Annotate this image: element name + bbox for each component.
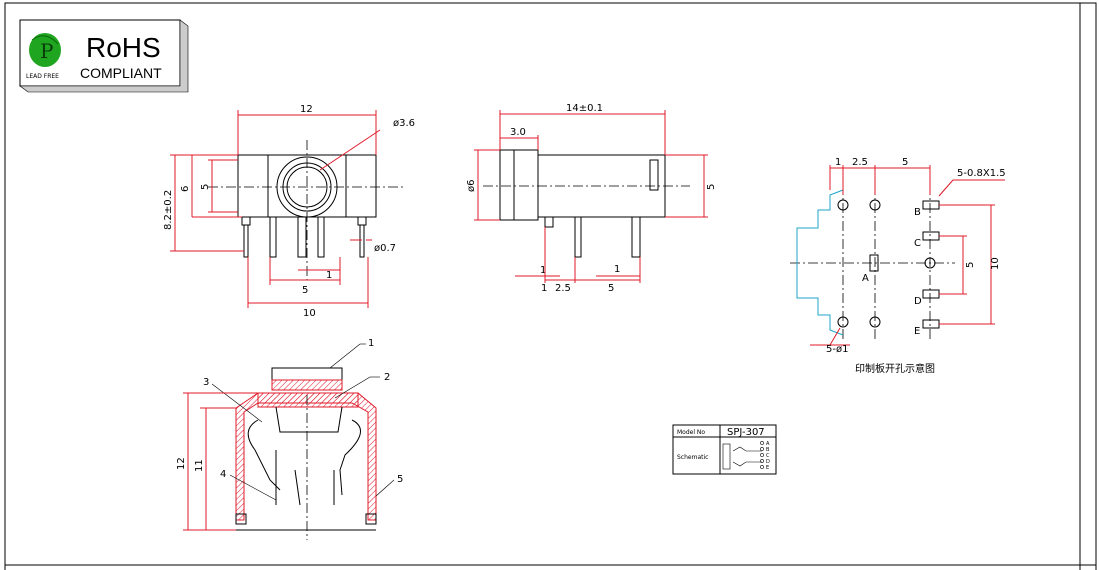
side-pin-5-label: 5 bbox=[608, 283, 614, 294]
pcb-slot-e bbox=[922, 319, 940, 329]
pcb-hole bbox=[837, 316, 849, 328]
pcb-d5-label: 5 bbox=[902, 157, 908, 168]
pcb-slot-d bbox=[922, 289, 940, 299]
drawing-frame bbox=[4, 2, 1097, 570]
title-block: Model No SPJ-307 Schematic A B C D E bbox=[672, 424, 777, 475]
pcb-pin-d: D bbox=[914, 296, 922, 307]
pcb-pin-a: A bbox=[862, 273, 869, 284]
front-width-label: 12 bbox=[300, 104, 313, 115]
logo-title: RoHS bbox=[86, 32, 161, 63]
pcb-slot-label: 5-0.8X1.5 bbox=[957, 168, 1006, 179]
model-label: Model No bbox=[677, 429, 705, 436]
pcb-pin-e: E bbox=[914, 326, 920, 337]
front-pitch-5-label: 5 bbox=[302, 285, 308, 296]
pcb-hole bbox=[837, 199, 849, 211]
pcb-layout: 1 2.5 5 5-0.8X1.5 5 10 5-ø1 A B C D E 印制… bbox=[790, 157, 1006, 375]
callout-2: 2 bbox=[384, 372, 390, 383]
pcb-outline bbox=[796, 189, 844, 336]
rohs-logo: P LEAD FREE RoHS COMPLIANT bbox=[19, 19, 189, 93]
front-view: 12 ø3.6 8.2±0.2 6 5 ø0.7 1 5 10 bbox=[163, 104, 415, 319]
badge-text: LEAD FREE bbox=[26, 73, 59, 80]
side-pin-1b-label: 1 bbox=[614, 264, 620, 275]
side-dia-label: ø6 bbox=[466, 180, 477, 192]
callout-3: 3 bbox=[203, 377, 209, 388]
pcb-hole bbox=[924, 257, 936, 269]
schematic-pin-a: A bbox=[766, 441, 770, 447]
pcb-holes-label: 5-ø1 bbox=[826, 344, 848, 355]
schematic-pin-d: D bbox=[766, 459, 770, 465]
side-view: 14±0.1 3.0 ø6 5 1 1 1 2.5 5 bbox=[466, 103, 717, 294]
front-pitch-10-label: 10 bbox=[303, 308, 316, 319]
side-pin-25-label: 2.5 bbox=[555, 283, 571, 294]
callout-4: 4 bbox=[220, 469, 226, 480]
front-pin-dia-label: ø0.7 bbox=[374, 243, 396, 254]
pcb-hole bbox=[869, 199, 881, 211]
pcb-v10-label: 10 bbox=[990, 257, 1001, 270]
front-height-6-label: 6 bbox=[180, 186, 191, 192]
schematic-jack-symbol bbox=[722, 443, 731, 470]
pcb-d25-label: 2.5 bbox=[852, 157, 868, 168]
schematic-label: Schematic bbox=[677, 454, 708, 461]
side-pin-1-label-bottom: 1 bbox=[541, 283, 547, 294]
callout-5: 5 bbox=[397, 474, 403, 485]
badge-letter: P bbox=[40, 39, 53, 63]
model-value: SPJ-307 bbox=[727, 427, 765, 438]
pcb-caption: 印制板开孔示意图 bbox=[855, 362, 935, 375]
section-h11-label: 11 bbox=[194, 459, 205, 472]
pcb-hole bbox=[869, 316, 881, 328]
logo-subtitle: COMPLIANT bbox=[80, 65, 162, 81]
pcb-pin-b: B bbox=[914, 207, 921, 218]
section-view: 1 2 3 4 5 12 11 bbox=[176, 338, 403, 540]
pcb-slot-b bbox=[922, 200, 940, 210]
pcb-pin-c: C bbox=[914, 238, 921, 249]
pcb-slot-a bbox=[869, 254, 879, 272]
schematic-pin-e: E bbox=[766, 465, 769, 471]
section-h12-label: 12 bbox=[176, 457, 187, 470]
front-pitch-1-label: 1 bbox=[326, 270, 332, 281]
schematic-pin-b: B bbox=[766, 447, 770, 453]
leaf-icon bbox=[29, 33, 61, 67]
front-height-5-label: 5 bbox=[200, 184, 211, 190]
pcb-d1-label: 1 bbox=[835, 157, 841, 168]
side-height-label: 5 bbox=[706, 184, 717, 190]
pcb-slot-c bbox=[922, 231, 940, 241]
pcb-v5-label: 5 bbox=[965, 262, 976, 268]
front-hole-dia-label: ø3.6 bbox=[393, 118, 415, 129]
side-front-len-label: 3.0 bbox=[510, 127, 526, 138]
side-pin-1a-label: 1 bbox=[540, 265, 546, 276]
front-height-total-label: 8.2±0.2 bbox=[163, 190, 174, 230]
schematic-pin-c: C bbox=[766, 453, 770, 459]
side-length-label: 14±0.1 bbox=[566, 103, 603, 114]
callout-1: 1 bbox=[368, 338, 374, 349]
